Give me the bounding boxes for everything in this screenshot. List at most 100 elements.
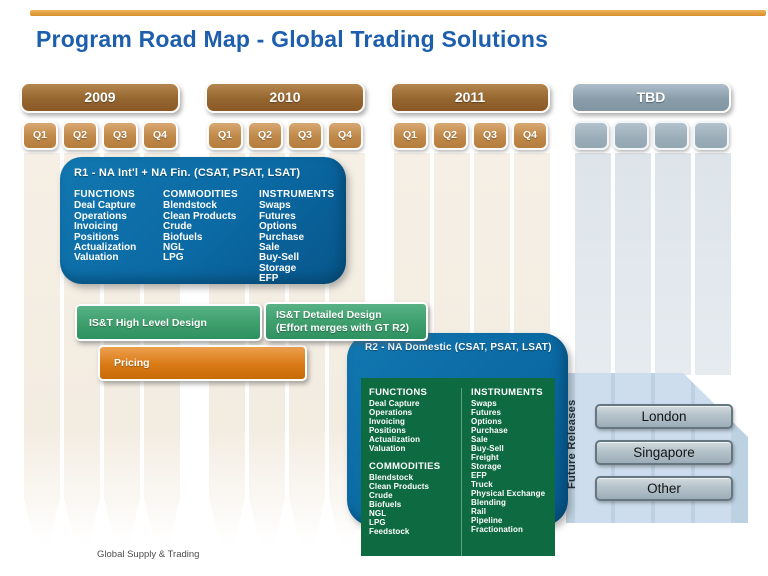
quarter-chip: Q4 bbox=[142, 121, 178, 150]
list-item: Buy-Sell bbox=[471, 444, 504, 453]
list-item: Storage bbox=[471, 462, 502, 471]
list-item: Biofuels bbox=[369, 500, 402, 509]
list-item: Invoicing bbox=[74, 221, 118, 233]
other-button[interactable]: Other bbox=[595, 476, 733, 501]
london-button[interactable]: London bbox=[595, 404, 733, 429]
list-item: Valuation bbox=[74, 252, 119, 264]
list-item: Positions bbox=[369, 426, 406, 435]
list-item: Actualization bbox=[74, 242, 137, 254]
background-column bbox=[24, 153, 60, 545]
r1-title: R1 - NA Int'l + NA Fin. (CSAT, PSAT, LSA… bbox=[74, 167, 301, 179]
milestone-high-level-design: IS&T High Level Design bbox=[75, 304, 262, 341]
quarter-chip: Q4 bbox=[512, 121, 548, 150]
quarter-chip-blank bbox=[653, 121, 689, 150]
year-header-2009: 2009 bbox=[20, 82, 180, 113]
column-header: INSTRUMENTS bbox=[259, 189, 335, 200]
quarter-chip: Q3 bbox=[472, 121, 508, 150]
year-group-tbd: TBD bbox=[571, 82, 731, 150]
list-item: Actualization bbox=[369, 435, 421, 444]
list-item: Purchase bbox=[259, 231, 305, 243]
quarter-chip: Q3 bbox=[102, 121, 138, 150]
year-header-2010: 2010 bbox=[205, 82, 365, 113]
quarter-chip-blank bbox=[693, 121, 729, 150]
list-item: Valuation bbox=[369, 444, 406, 453]
quarter-chip: Q1 bbox=[392, 121, 428, 150]
column-header: COMMODITIES bbox=[369, 461, 441, 472]
list-item: EFP bbox=[471, 471, 487, 480]
column-header: COMMODITIES bbox=[163, 189, 238, 200]
list-item: Operations bbox=[369, 408, 413, 417]
list-item: Feedstock bbox=[369, 527, 410, 536]
list-item: Blending bbox=[471, 498, 507, 507]
r1-release-box: R1 - NA Int'l + NA Fin. (CSAT, PSAT, LSA… bbox=[60, 157, 346, 284]
list-item: NGL bbox=[369, 509, 387, 518]
list-item: Invoicing bbox=[369, 417, 406, 426]
list-item: Fractionation bbox=[471, 525, 523, 534]
quarter-chip: Q2 bbox=[432, 121, 468, 150]
footer-credit: Global Supply & Trading bbox=[97, 549, 200, 560]
quarter-chip: Q3 bbox=[287, 121, 323, 150]
list-item: Clean Products bbox=[369, 482, 430, 491]
list-item: Futures bbox=[471, 408, 502, 417]
list-item: Deal Capture bbox=[369, 399, 420, 408]
singapore-button[interactable]: Singapore bbox=[595, 440, 733, 465]
page-title: Program Road Map - Global Trading Soluti… bbox=[36, 26, 549, 52]
milestone-label: IS&T High Level Design bbox=[89, 316, 207, 329]
r2-title: R2 - NA Domestic (CSAT, PSAT, LSAT) bbox=[365, 342, 552, 353]
column-header: INSTRUMENTS bbox=[471, 387, 543, 398]
quarter-chip: Q2 bbox=[247, 121, 283, 150]
background-column-tbd bbox=[695, 153, 731, 375]
milestone-label: Pricing bbox=[114, 357, 150, 369]
column-header: FUNCTIONS bbox=[74, 189, 136, 200]
list-item: Sale bbox=[259, 242, 280, 254]
list-item: Blendstock bbox=[163, 200, 217, 212]
future-releases-label: Future Releases bbox=[566, 399, 578, 489]
list-item: Blendstock bbox=[369, 473, 414, 482]
column-header: FUNCTIONS bbox=[369, 387, 428, 398]
background-column-tbd bbox=[575, 153, 611, 375]
list-item: Deal Capture bbox=[74, 200, 136, 212]
list-item: Positions bbox=[74, 231, 120, 243]
list-item: Physical Exchange bbox=[471, 489, 546, 498]
top-accent-bar bbox=[30, 10, 766, 16]
list-item: Biofuels bbox=[163, 231, 203, 243]
list-item: Crude bbox=[163, 221, 192, 233]
quarter-chip-blank bbox=[573, 121, 609, 150]
milestone-pricing: Pricing bbox=[98, 345, 307, 381]
list-item: NGL bbox=[163, 242, 185, 254]
list-item: Futures bbox=[259, 210, 296, 222]
list-item: Crude bbox=[369, 491, 393, 500]
list-item: Sale bbox=[471, 435, 488, 444]
quarter-row-tbd bbox=[571, 121, 731, 150]
list-item: Swaps bbox=[471, 399, 497, 408]
milestone-sublabel: (Effort merges with GT R2) bbox=[276, 321, 410, 334]
list-item: Rail bbox=[471, 507, 487, 516]
list-item: Truck bbox=[471, 480, 493, 489]
list-item: Buy-Sell bbox=[259, 252, 300, 264]
milestone-label: IS&T Detailed Design bbox=[276, 309, 382, 321]
list-item: LPG bbox=[369, 518, 386, 527]
list-item: Options bbox=[471, 417, 502, 426]
list-item: Freight bbox=[471, 453, 499, 462]
list-item: Purchase bbox=[471, 426, 508, 435]
quarter-chip: Q2 bbox=[62, 121, 98, 150]
list-item: Pipeline bbox=[471, 516, 503, 525]
list-item: Clean Products bbox=[163, 210, 237, 222]
list-item: Operations bbox=[74, 210, 127, 222]
list-item: Options bbox=[259, 221, 297, 233]
background-column-tbd bbox=[655, 153, 691, 375]
list-item: EFP bbox=[259, 273, 279, 285]
